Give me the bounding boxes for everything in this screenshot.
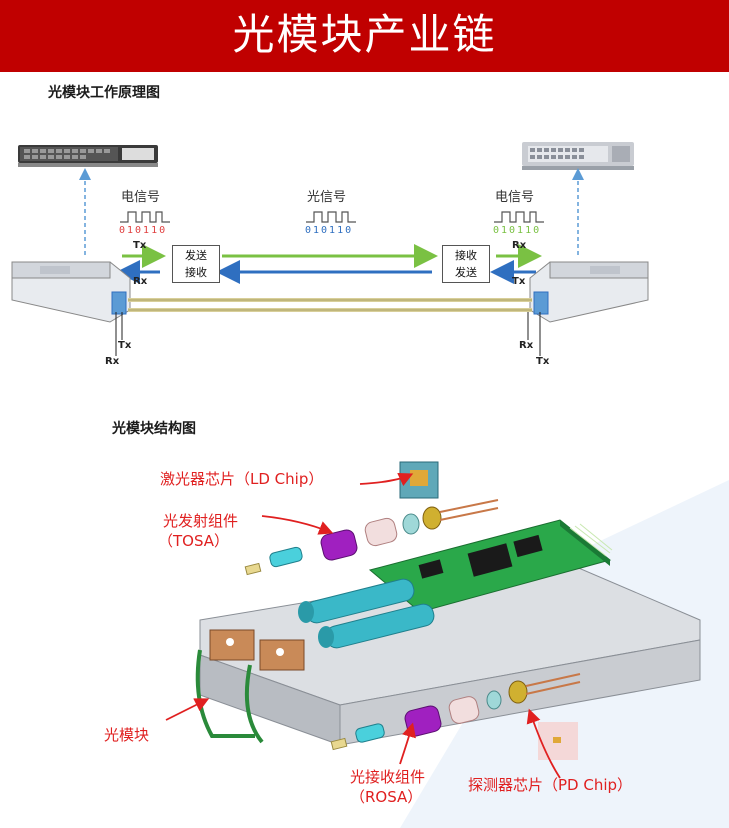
tx-label-left-bottom: Tx: [118, 340, 132, 351]
transceiver-box-right: 接收 发送: [442, 245, 490, 283]
module-label: 光模块: [104, 726, 150, 744]
ld-chip-label: 激光器芯片（LD Chip）: [160, 470, 324, 488]
box-left-line2: 接收: [185, 266, 207, 279]
rx-label-left-bottom: Rx: [105, 356, 120, 367]
box-right-line2: 发送: [455, 266, 477, 279]
optical-module-left-icon: [11, 261, 131, 323]
tosa-exploded-icon: [244, 499, 499, 576]
rx-label-right-bottom: Rx: [519, 340, 534, 351]
electrical-signal-left-label: 电信号: [121, 190, 161, 205]
structure-section-title: 光模块结构图: [112, 421, 196, 437]
title-banner: 光模块产业链: [0, 0, 729, 72]
ld-chip-icon: [399, 461, 439, 499]
rx-label-left-top: Rx: [133, 276, 148, 287]
page-title: 光模块产业链: [232, 10, 497, 59]
rx-label-right-top: Rx: [512, 240, 527, 251]
pd-chip-icon: [538, 722, 578, 760]
optical-module-right-icon: [529, 261, 649, 323]
fiber-lines: [128, 298, 532, 312]
pcb-board-icon: [368, 519, 613, 613]
transceiver-box-left: 发送 接收: [172, 245, 220, 283]
bits-left: 010110: [119, 225, 168, 236]
switch-left-icon: [18, 145, 158, 167]
module-barrels-icon: [298, 578, 435, 649]
electrical-signal-right-label: 电信号: [495, 190, 535, 205]
tx-label-right-bottom: Tx: [536, 356, 550, 367]
optical-signal-label: 光信号: [307, 190, 347, 205]
tx-label-right-top: Tx: [512, 276, 526, 287]
switch-right-icon: [522, 142, 634, 170]
tosa-label-line1: 光发射组件: [163, 512, 239, 530]
pd-chip-label: 探测器芯片（PD Chip）: [468, 776, 633, 794]
box-right-line1: 接收: [455, 249, 477, 262]
bits-right: 010110: [493, 225, 542, 236]
principle-section-title: 光模块工作原理图: [48, 85, 160, 101]
tosa-label-line2: （TOSA）: [158, 532, 230, 550]
rosa-label-line2: （ROSA）: [350, 788, 423, 806]
bits-optical: 010110: [305, 225, 354, 236]
box-left-line1: 发送: [185, 249, 207, 262]
rosa-label-line1: 光接收组件: [350, 768, 426, 786]
tx-label-left-top: Tx: [133, 240, 147, 251]
